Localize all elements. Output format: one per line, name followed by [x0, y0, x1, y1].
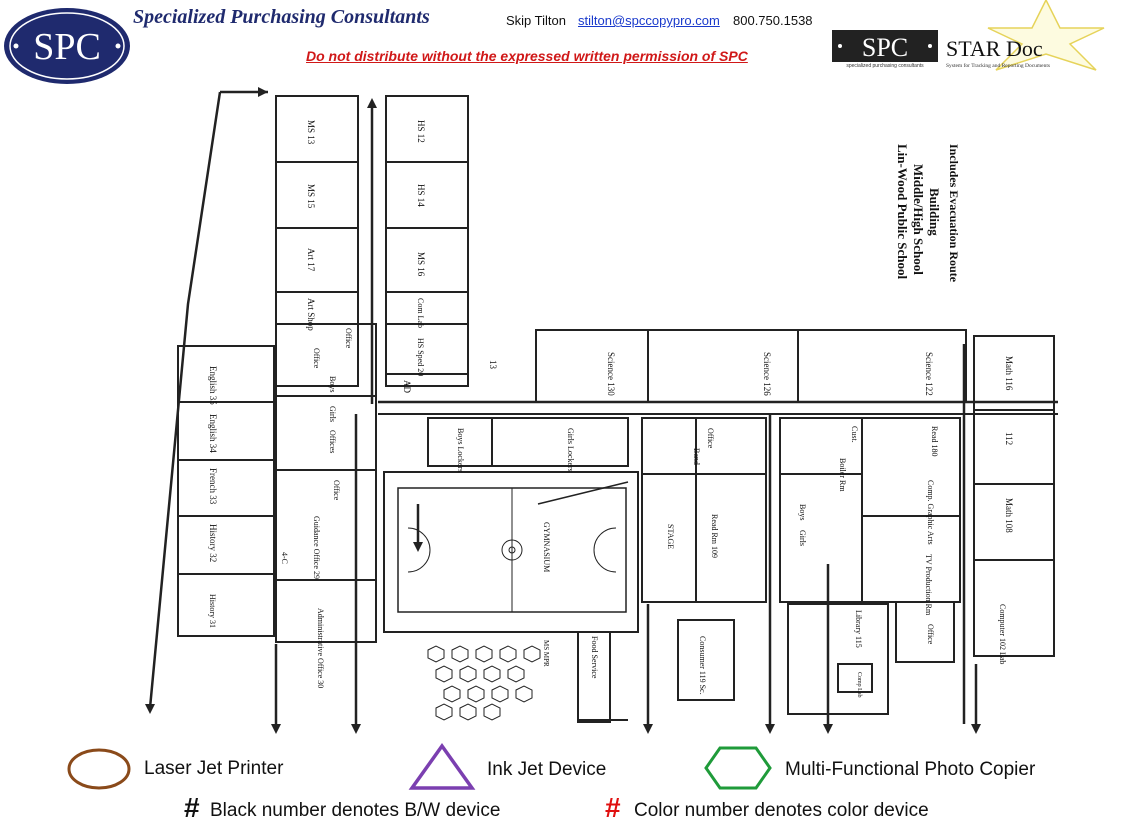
room-office-left: Office: [312, 348, 321, 369]
floor-plan: Lin-Wood Public School Middle/High Schoo…: [145, 87, 1058, 734]
room-library-115: Library 115: [854, 610, 863, 648]
room-science-130: Science 130: [606, 352, 616, 396]
room-band: Band: [692, 448, 701, 465]
room-science-126: Science 126: [762, 352, 772, 396]
room-girls-lockers: Girls Lockers: [566, 428, 575, 472]
room-read-180: Read 180: [930, 426, 939, 456]
room-4c: 4-C: [280, 552, 289, 564]
room-ms15: MS 15: [306, 184, 316, 209]
black-hash-symbol: #: [184, 792, 200, 823]
legend-mfp-label: Multi-Functional Photo Copier: [785, 759, 1036, 780]
room-ms-mpr: MS MPR: [542, 640, 550, 667]
room-office-library: Office: [926, 624, 935, 645]
west-wing: [177, 345, 275, 637]
red-hash-symbol: #: [605, 792, 621, 823]
contact-phone: 800.750.1538: [733, 13, 813, 28]
legend-laser-label: Laser Jet Printer: [144, 758, 284, 779]
plan-title-line-4: Includes Evacuation Route: [947, 144, 961, 283]
legend-ink-label: Ink Jet Device: [487, 759, 607, 780]
room-girls: Girls: [328, 406, 337, 422]
room-hs12: HS 12: [416, 120, 426, 143]
evacuation-routes: [274, 414, 978, 730]
room-english-34: English 34: [208, 414, 218, 453]
room-hs14: HS 14: [416, 184, 426, 207]
room-boys-lockers: Boys Lockers: [456, 428, 465, 472]
spc-logo-text: SPC: [33, 26, 101, 68]
mfp-copier-legend-icon: [704, 746, 772, 790]
north-wing-west: [275, 95, 359, 387]
room-admin-30: Administrative Office 30: [316, 608, 325, 688]
star-doc-logo: SPC specialized purchasing consultants S…: [832, 0, 1105, 71]
legend-bw-label: Black number denotes B/W device: [210, 800, 501, 821]
library: [787, 603, 889, 715]
room-girls-2: Girls: [798, 530, 807, 546]
contact-email-link[interactable]: stilton@spccopypro.com: [578, 13, 720, 28]
room-gymnasium: GYMNASIUM: [542, 522, 551, 572]
room-stage: STAGE: [666, 524, 675, 549]
room-ad: AD: [402, 380, 412, 393]
room-hssped20: HS Sped 20: [416, 338, 425, 376]
room-english-35: English 35: [208, 366, 218, 405]
room-comp-graphic-arts: Comp. Graphic Arts: [926, 480, 935, 545]
room-french-33: French 33: [208, 468, 218, 505]
room-art17: Art 17: [306, 248, 316, 272]
star-doc-subtitle: System for Tracking and Reporting Docume…: [946, 62, 1050, 69]
laser-printer-legend-icon: [67, 748, 131, 790]
room-math-108: Math 108: [1004, 498, 1014, 533]
room-history-32: History 32: [208, 524, 218, 562]
cafeteria-tables: [427, 645, 541, 721]
room-science-122: Science 122: [924, 352, 934, 396]
stage-block: [641, 417, 767, 603]
plan-title-line-3: Building: [927, 188, 942, 236]
star-doc-spc-text: SPC: [862, 33, 908, 62]
plan-title-line-1: Lin-Wood Public School: [895, 144, 910, 279]
ink-jet-legend-icon: [408, 742, 476, 790]
room-office-top: Office: [344, 328, 353, 349]
room-history-31: History 31: [208, 594, 217, 628]
room-boys: Boys: [328, 376, 337, 392]
room-custodian: Cust.: [850, 426, 859, 443]
company-name: Specialized Purchasing Consultants: [133, 6, 430, 28]
room-math-116: Math 116: [1004, 356, 1014, 391]
room-ms13: MS 13: [306, 120, 316, 145]
spc-logo: SPC: [4, 8, 130, 84]
room-13: 13: [488, 360, 498, 370]
room-computer-102: Computer 102 Lab: [998, 604, 1007, 664]
room-comlab: Com Lab: [416, 298, 425, 328]
room-artshop: Art Shop: [306, 298, 316, 331]
room-boys-2: Boys: [798, 504, 807, 520]
room-tv-production: TV Production Rm: [924, 554, 933, 616]
distribution-warning: Do not distribute without the expressed …: [306, 48, 748, 64]
star-doc-title: STAR Doc: [946, 36, 1043, 61]
plan-title-line-2: Middle/High School: [911, 164, 926, 275]
room-guidance-29: Guidance Office 29: [312, 516, 321, 579]
room-ms16: MS 16: [416, 252, 426, 277]
legend-color-label: Color number denotes color device: [634, 800, 929, 821]
room-read-109: Read Rm 109: [710, 514, 719, 558]
room-consumer-119: Consumer 119 Sc.: [698, 636, 707, 695]
room-boiler: Boiler Rm: [838, 458, 847, 492]
north-wing-east: [385, 95, 469, 387]
room-office-stage: Office: [706, 428, 715, 449]
room-office-mid: Office: [332, 480, 341, 501]
room-112: 112: [1004, 432, 1014, 445]
science-wing: [535, 329, 967, 403]
room-food-service: Food Service: [590, 636, 599, 679]
room-offices: Offices: [328, 430, 337, 453]
east-wing: [973, 335, 1055, 657]
room-comp-lab: Comp Lab: [856, 672, 862, 698]
star-doc-tagline: specialized purchasing consultants: [846, 63, 924, 69]
contact-name: Skip Tilton: [506, 13, 566, 28]
